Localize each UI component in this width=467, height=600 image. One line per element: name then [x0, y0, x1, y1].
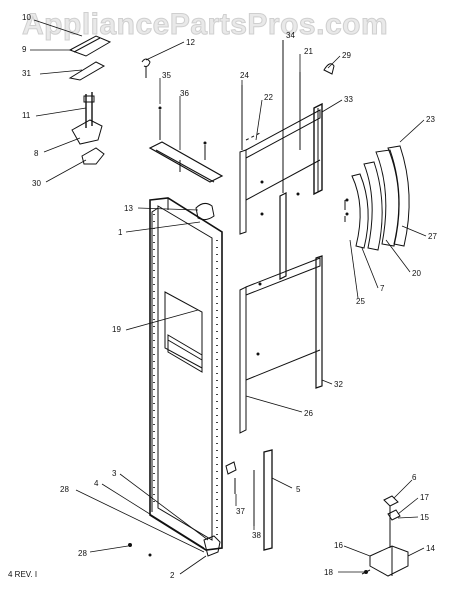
callout-4: 4 [94, 479, 99, 488]
callout-leader-lines [30, 19, 427, 575]
lower-door-hinge [203, 535, 221, 557]
callout-28-lower: 28 [78, 549, 87, 558]
callout-13: 13 [124, 204, 133, 213]
callout-17: 17 [420, 493, 429, 502]
callout-29: 29 [342, 51, 351, 60]
callout-37: 37 [236, 507, 245, 516]
trim-strip-33 [313, 102, 323, 196]
callout-22: 22 [264, 93, 273, 102]
curved-trim-pieces [344, 145, 410, 251]
bottom-trim-bar [263, 449, 273, 551]
callout-2: 2 [170, 571, 175, 580]
callout-11: 11 [22, 111, 31, 120]
callout-33: 33 [344, 95, 353, 104]
callout-9: 9 [22, 45, 27, 54]
callout-27: 27 [428, 232, 437, 241]
callout-14: 14 [426, 544, 435, 553]
callout-15: 15 [420, 513, 429, 522]
callout-23: 23 [426, 115, 435, 124]
callout-24: 24 [240, 71, 249, 80]
lower-shelf [239, 257, 321, 434]
callout-26: 26 [304, 409, 313, 418]
callout-18: 18 [324, 568, 333, 577]
liner-fastener-dots [153, 214, 218, 540]
callout-6: 6 [412, 473, 417, 482]
callout-1: 1 [118, 228, 123, 237]
callout-16: 16 [334, 541, 343, 550]
screws [128, 106, 368, 574]
callout-3: 3 [112, 469, 117, 478]
upper-hinge-bracket [195, 202, 215, 221]
callout-38: 38 [252, 531, 261, 540]
vertical-bar-34 [279, 40, 287, 280]
top-cap-strip [148, 110, 224, 183]
revision-note: 4 REV. I [8, 570, 38, 579]
callout-36: 36 [180, 89, 189, 98]
vertical-bar-32 [315, 255, 323, 389]
callout-32: 32 [334, 380, 343, 389]
callout-28: 28 [60, 485, 69, 494]
callout-8: 8 [34, 149, 39, 158]
bottom-hinge-assembly [361, 495, 409, 577]
callout-34: 34 [286, 31, 295, 40]
clip-29 [323, 63, 335, 75]
callout-35: 35 [162, 71, 171, 80]
callout-19: 19 [112, 325, 121, 334]
small-brackets [225, 461, 255, 526]
callout-20: 20 [412, 269, 421, 278]
callout-30: 30 [32, 179, 41, 188]
callout-21: 21 [304, 47, 313, 56]
callout-12: 12 [186, 38, 195, 47]
callout-10: 10 [22, 13, 31, 22]
door-liner-panel [149, 197, 223, 551]
callout-25: 25 [356, 297, 365, 306]
callout-5: 5 [296, 485, 301, 494]
callout-31: 31 [22, 69, 31, 78]
callout-7: 7 [380, 284, 385, 293]
top-hinge-assembly [68, 35, 151, 165]
